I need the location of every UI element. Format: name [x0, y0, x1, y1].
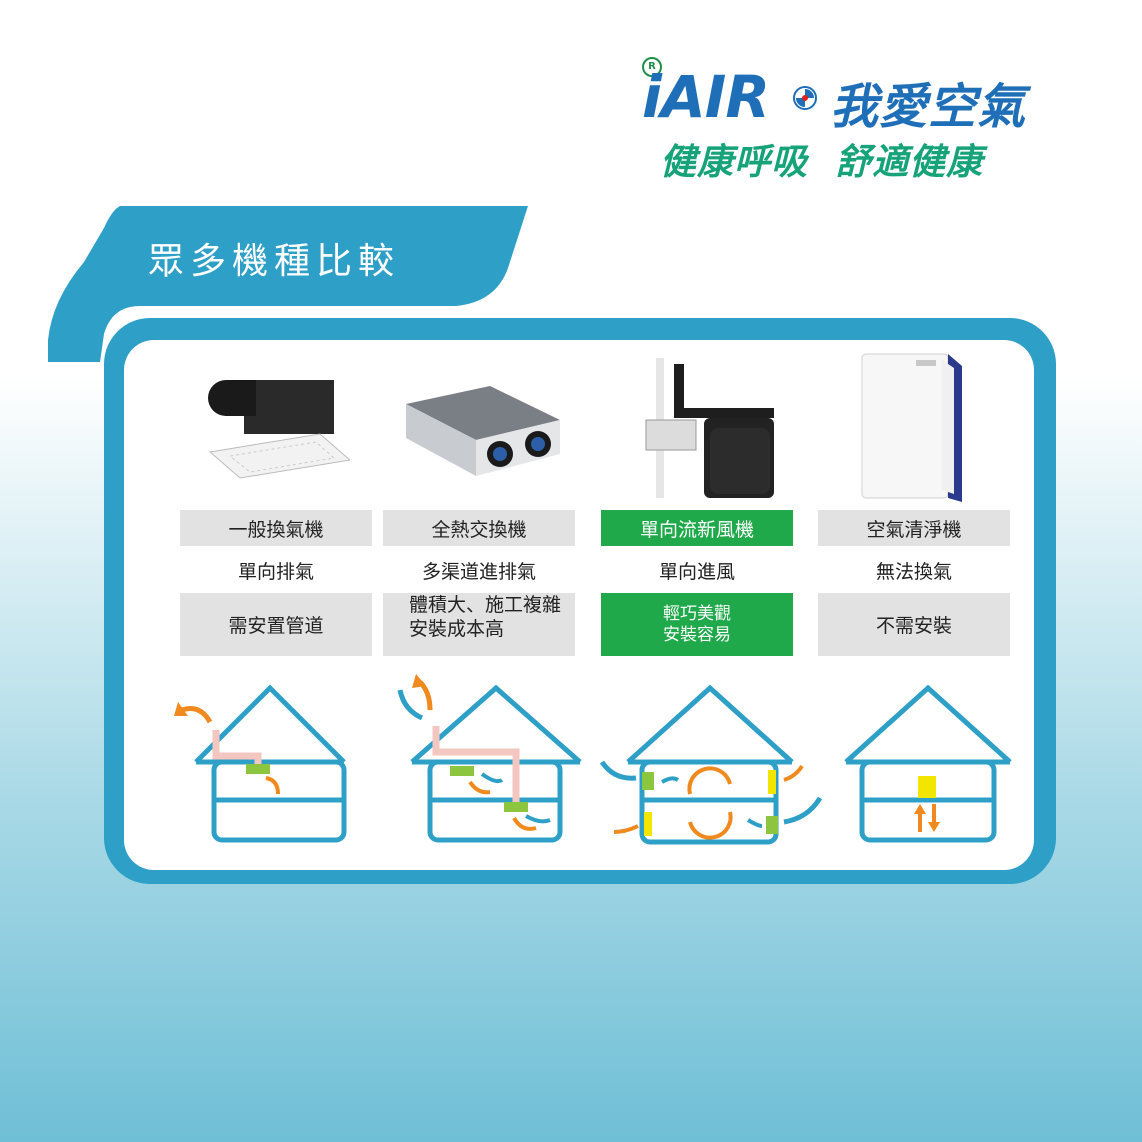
note-line: 體積大、施工複雜 — [409, 594, 562, 616]
logo-slogan: 健康呼吸 舒適健康 — [660, 142, 984, 183]
logo-chinese-name: 我愛空氣 — [830, 79, 1027, 135]
air-purifier-icon — [861, 353, 962, 502]
product-feature: 單向排氣 — [237, 560, 314, 583]
product-note: 輕巧美觀 安裝容易 — [601, 593, 793, 656]
ceiling-exhaust-fan-icon — [208, 380, 350, 479]
house-purifier-diagram-icon — [844, 684, 1012, 843]
fan-icon — [793, 86, 817, 110]
product-name: 一般換氣機 — [180, 510, 372, 546]
note-line: 輕巧美觀 — [663, 603, 731, 624]
product-note: 不需安裝 — [818, 593, 1010, 656]
title-tab-shape — [48, 206, 528, 362]
note-line: 安裝成本高 — [409, 618, 505, 640]
product-name: 單向流新風機 — [601, 510, 793, 546]
note-line: 不需安裝 — [875, 615, 952, 637]
house-heat-exchange-diagram-icon — [397, 674, 582, 843]
heat-exchanger-icon — [406, 386, 560, 476]
product-feature: 多渠道進排氣 — [421, 560, 536, 583]
logo-brand-text: iAIR — [642, 63, 770, 131]
product-name: 全熱交換機 — [383, 510, 575, 546]
product-feature: 單向進風 — [658, 560, 735, 583]
product-note: 需安置管道 — [180, 593, 372, 656]
wall-fresh-air-unit-icon — [645, 358, 774, 498]
brand-logo: R iAIR 我愛空氣 健康呼吸 舒適健康 — [630, 55, 1090, 185]
house-exhaust-diagram-icon — [174, 684, 347, 843]
product-feature: 無法換氣 — [875, 560, 952, 583]
section-title: 眾多機種比較 — [148, 241, 401, 282]
product-name: 空氣清淨機 — [818, 510, 1010, 546]
product-note: 體積大、施工複雜 安裝成本高 — [383, 593, 575, 656]
note-line: 需安置管道 — [228, 615, 324, 637]
house-fresh-air-diagram-icon — [599, 684, 823, 845]
note-line: 安裝容易 — [663, 624, 731, 645]
registered-mark: R — [642, 57, 662, 77]
